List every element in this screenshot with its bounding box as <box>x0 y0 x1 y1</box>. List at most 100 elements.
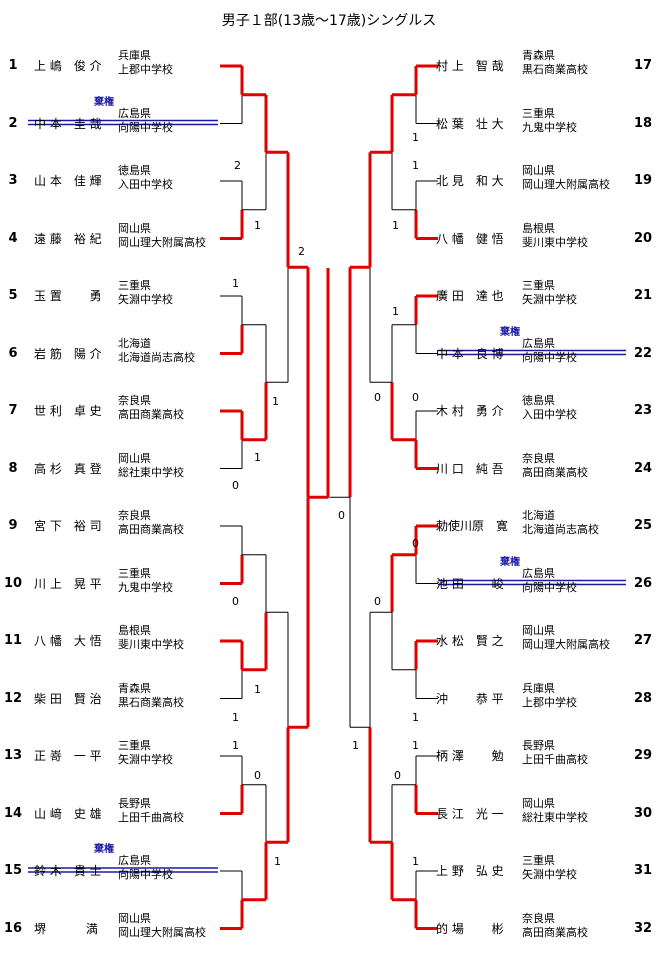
seed-number: 16 <box>3 920 23 936</box>
school: 上郡中学校 <box>522 695 577 709</box>
player-name: 堺 満 <box>34 921 98 936</box>
prefecture: 三重県 <box>118 739 151 752</box>
match-score: 1 <box>352 739 359 752</box>
player-name: 世 利 卓 史 <box>34 404 102 418</box>
seed-number: 24 <box>633 460 653 476</box>
player-name: 正 嵜 一 平 <box>34 749 102 763</box>
school: 高田商業高校 <box>522 465 588 479</box>
player-name: 鈴 木 貴 士 <box>34 864 102 878</box>
prefecture: 三重県 <box>118 279 151 292</box>
match-score: 1 <box>274 855 281 868</box>
school: 斐川東中学校 <box>522 235 588 249</box>
prefecture: 広島県 <box>118 854 151 867</box>
prefecture: 徳島県 <box>118 164 151 177</box>
school: 高田商業高校 <box>522 925 588 939</box>
seed-number: 14 <box>3 805 23 821</box>
prefecture: 三重県 <box>522 279 555 292</box>
seed-number: 27 <box>633 633 653 648</box>
prefecture: 奈良県 <box>522 451 555 465</box>
match-score: 1 <box>412 131 419 144</box>
seed-number: 25 <box>633 518 653 533</box>
seed-number: 31 <box>633 863 653 878</box>
school: 入田中学校 <box>118 178 173 191</box>
withdraw-label: 棄権 <box>500 556 520 568</box>
player-name: 上 野 弘 史 <box>436 864 504 878</box>
seed-number: 7 <box>8 403 18 418</box>
seed-number: 3 <box>8 173 18 188</box>
seed-number: 6 <box>8 345 18 361</box>
seed-number: 32 <box>633 920 653 936</box>
player-name: 柴 田 賢 治 <box>34 691 102 706</box>
match-score: 0 <box>374 595 381 608</box>
school: 入田中学校 <box>522 408 577 421</box>
prefecture: 島根県 <box>522 221 555 235</box>
school: 黒石商業高校 <box>522 63 588 76</box>
prefecture: 広島県 <box>522 566 555 580</box>
school: 岡山理大附属高校 <box>118 235 206 249</box>
school: 北海道尚志高校 <box>118 350 195 364</box>
school: 矢淵中学校 <box>522 868 577 881</box>
seed-number: 12 <box>3 690 23 706</box>
school: 上郡中学校 <box>118 63 173 76</box>
school: 向陽中学校 <box>118 868 173 881</box>
player-name: 柄 澤 勉 <box>436 749 504 763</box>
prefecture: 徳島県 <box>522 394 555 407</box>
player-name: 水 松 賢 之 <box>436 634 504 648</box>
match-score: 2 <box>298 245 305 258</box>
prefecture: 長野県 <box>118 796 151 810</box>
match-score: 0 <box>412 391 419 404</box>
player-name: 山 本 佳 輝 <box>34 174 102 188</box>
school: 向陽中学校 <box>522 350 577 364</box>
prefecture: 兵庫県 <box>522 681 555 695</box>
school: 矢淵中学校 <box>118 293 173 306</box>
player-name: 中 本 圭 哉 <box>34 116 102 131</box>
school: 黒石商業高校 <box>118 695 184 709</box>
match-score: 1 <box>232 711 239 724</box>
school: 総社東中学校 <box>118 465 184 479</box>
school: 上田千曲高校 <box>118 810 184 824</box>
prefecture: 岡山県 <box>118 911 151 925</box>
match-score: 1 <box>392 219 399 232</box>
player-name: 廣 田 達 也 <box>436 289 504 303</box>
player-name: 八 幡 大 悟 <box>34 634 102 648</box>
player-name: 川 上 晃 平 <box>34 576 102 591</box>
school: 上田千曲高校 <box>522 753 588 766</box>
school: 矢淵中学校 <box>522 293 577 306</box>
seed-number: 9 <box>8 518 18 533</box>
prefecture: 岡山県 <box>118 451 151 465</box>
match-score: 1 <box>412 739 419 752</box>
prefecture: 奈良県 <box>118 394 151 407</box>
prefecture: 青森県 <box>118 681 151 695</box>
withdraw-label: 棄権 <box>500 326 520 338</box>
player-name: 遠 藤 裕 紀 <box>34 231 102 246</box>
seed-number: 26 <box>633 575 653 591</box>
player-name: 木 村 勇 介 <box>436 404 504 418</box>
prefecture: 島根県 <box>118 624 151 637</box>
player-name: 岩 筋 陽 介 <box>34 346 102 361</box>
school: 高田商業高校 <box>118 408 184 421</box>
seed-number: 28 <box>633 690 653 706</box>
match-score: 1 <box>254 219 261 232</box>
match-score: 1 <box>392 305 399 318</box>
seed-number: 22 <box>633 345 653 361</box>
school: 九鬼中学校 <box>522 120 577 134</box>
seed-number: 18 <box>633 115 653 131</box>
prefecture: 広島県 <box>118 106 151 120</box>
player-name: 川 口 純 吾 <box>436 461 504 476</box>
seed-number: 15 <box>3 863 23 878</box>
seed-number: 4 <box>8 230 18 246</box>
seed-number: 17 <box>633 58 653 73</box>
match-score: 1 <box>232 739 239 752</box>
seed-number: 23 <box>633 403 653 418</box>
match-score: 0 <box>394 769 401 782</box>
match-score: 0 <box>412 537 419 550</box>
seed-number: 20 <box>633 230 653 246</box>
school: 北海道尚志高校 <box>522 523 599 536</box>
school: 矢淵中学校 <box>118 753 173 766</box>
player-name: 村 上 智 哉 <box>436 59 504 73</box>
seed-number: 11 <box>3 633 23 648</box>
prefecture: 三重県 <box>522 106 555 120</box>
seed-number: 29 <box>633 748 653 763</box>
page-title: 男子１部(13歳〜17歳)シングルス <box>221 13 437 29</box>
